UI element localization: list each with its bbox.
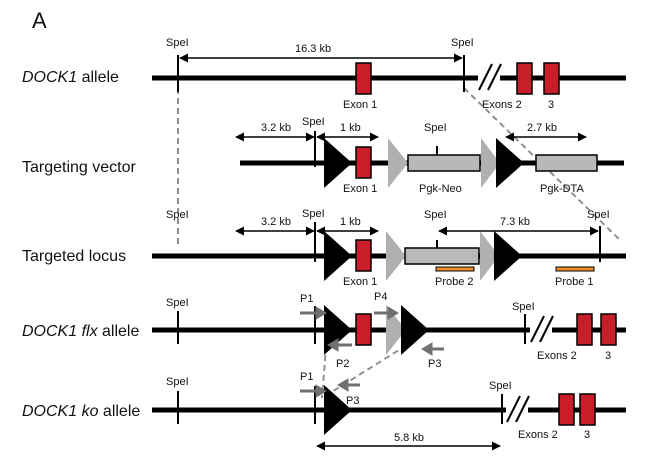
primer-arrows	[300, 306, 444, 356]
exon1-label: Exon 1	[343, 183, 377, 195]
exon1-label: Exon 1	[343, 276, 377, 288]
spel-label: SpeI	[512, 301, 535, 313]
probe1-label: Probe 1	[555, 276, 594, 288]
primer-p3-arrow	[337, 378, 349, 392]
exon1-box	[355, 313, 372, 346]
exon3-label: 3	[605, 350, 611, 362]
distance-label: 3.2 kb	[261, 216, 291, 228]
row-dock1-ko-allele: SpeI SpeI P1 P3 5.8 kb Exons 2 3	[152, 371, 626, 451]
primer-p4-arrow	[387, 306, 399, 320]
spel-label: SpeI	[166, 37, 189, 49]
exon3-box	[543, 62, 560, 95]
spel-label: SpeI	[424, 209, 447, 221]
primer-p3-label: P3	[346, 395, 359, 407]
frt-triangle	[386, 231, 406, 281]
row-label-dock1-ko-allele: DOCK1 ko allele	[22, 403, 140, 420]
row-label-dock1-allele: DOCK1 allele	[22, 69, 119, 86]
exon3-box	[600, 313, 617, 346]
frt-triangle	[388, 138, 408, 188]
row-label-dock1-flx-allele: DOCK1 flx allele	[22, 323, 139, 340]
exon3-label: 3	[548, 99, 554, 111]
primer-p2-label: P2	[336, 358, 349, 370]
exon1-box	[355, 239, 372, 272]
probe1-bar	[555, 266, 595, 272]
distance-label: 16.3 kb	[295, 43, 331, 55]
loxp-triangle	[324, 231, 352, 281]
loxp-triangle	[401, 305, 429, 355]
exons2-label: Exons 2	[482, 99, 522, 111]
spel-label: SpeI	[451, 37, 474, 49]
primer-p1-label: P1	[300, 293, 313, 305]
spel-label: SpeI	[424, 122, 447, 134]
loxp-triangle	[494, 231, 522, 281]
exons2-label: Exons 2	[537, 350, 577, 362]
row-dock1-flx-allele: SpeI SpeI P1 P2 P4 P3 Exons 2 3	[152, 291, 626, 370]
distance-label: 2.7 kb	[527, 122, 557, 134]
exons2-label: Exons 2	[518, 429, 558, 441]
row-label-targeting-vector: Targeting vector	[22, 159, 137, 176]
distance-label: 3.2 kb	[261, 122, 291, 134]
primer-p3-arrow	[421, 342, 433, 356]
primer-arrows	[300, 378, 360, 398]
loxp-triangle	[324, 138, 352, 188]
exon1-box	[355, 146, 372, 179]
spel-label: SpeI	[302, 116, 325, 128]
exon2-box	[576, 313, 593, 346]
primer-p1-arrow	[315, 306, 327, 320]
pgk-dta-label: Pgk-DTA	[540, 183, 584, 195]
panel-label: A	[32, 8, 47, 33]
primer-p2-arrow	[327, 338, 339, 352]
row-targeting-vector: SpeI SpeI 3.2 kb 1 kb 2.7 kb Exon 1 Pgk-…	[235, 116, 624, 195]
row-targeted-locus: SpeI SpeI SpeI SpeI 3.2 kb 1 kb 7.3 kb E…	[152, 208, 626, 288]
distance-label: 1 kb	[340, 122, 361, 134]
probe2-label: Probe 2	[435, 276, 474, 288]
primer-p3-label: P3	[428, 358, 441, 370]
exon2-box	[516, 62, 533, 95]
exon3-label: 3	[584, 429, 590, 441]
pgk-dta-box	[535, 154, 598, 172]
row-dock1-allele: SpeI SpeI 16.3 kb Exon 1 Exons 2 3	[152, 37, 626, 111]
primer-p4-label: P4	[374, 291, 387, 303]
distance-label: 5.8 kb	[394, 432, 424, 444]
spel-label: SpeI	[166, 376, 189, 388]
frt-triangle	[480, 231, 499, 281]
exon1-label: Exon 1	[343, 99, 377, 111]
distance-label: 7.3 kb	[500, 216, 530, 228]
pgk-neo-label: Pgk-Neo	[419, 183, 462, 195]
primer-p1-label: P1	[300, 371, 313, 383]
pgk-neo-box	[404, 247, 480, 265]
exon1-box	[355, 62, 372, 95]
spel-label: SpeI	[587, 209, 610, 221]
loxp-triangle	[324, 305, 352, 355]
spel-label: SpeI	[166, 209, 189, 221]
pgk-neo-box	[407, 154, 481, 172]
row-label-targeted-locus: Targeted locus	[22, 248, 126, 265]
loxp-triangle	[324, 385, 352, 435]
probe2-bar	[435, 266, 475, 272]
exon2-box	[558, 393, 575, 426]
spel-label: SpeI	[166, 297, 189, 309]
distance-label: 1 kb	[340, 216, 361, 228]
primer-p1-arrow	[315, 384, 327, 398]
spel-label: SpeI	[489, 380, 512, 392]
loxp-triangle	[496, 138, 524, 188]
frt-triangle	[481, 138, 500, 188]
spel-label: SpeI	[302, 208, 325, 220]
exon3-box	[579, 393, 596, 426]
